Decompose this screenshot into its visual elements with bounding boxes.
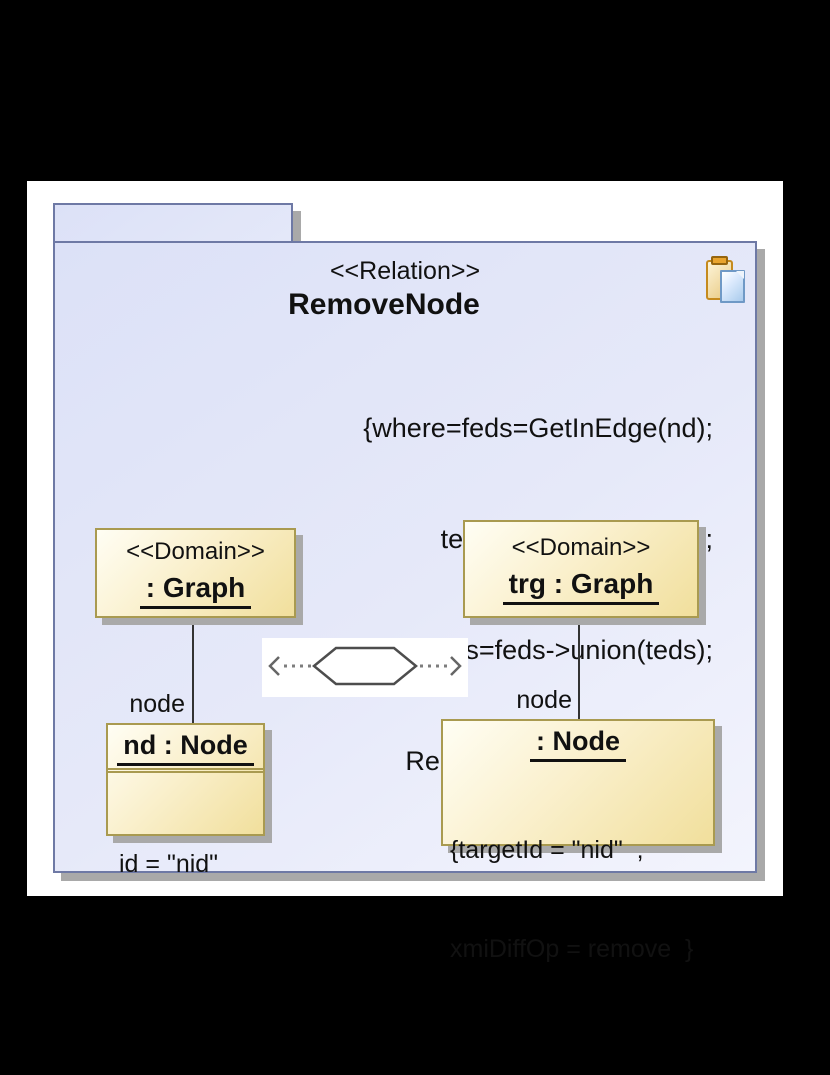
domain-box-target[interactable]: <<Domain>> trg : Graph [463,520,699,618]
node-name-text: nd : Node [117,730,254,766]
relation-name: RemoveNode [288,288,480,321]
domain-stereotype: <<Domain>> [511,534,651,561]
edge-label: node [129,690,185,718]
node-box-target[interactable]: : Node {targetId = "nid" , xmiDiffOp = r… [441,719,715,963]
node-attribute: {targetId = "nid" , [450,836,644,864]
left-dotted-line [284,664,311,668]
domain-name: trg : Graph [465,568,697,605]
left-arrowhead [268,656,280,676]
domain-box-source[interactable]: <<Domain>> : Graph [95,528,296,618]
clipboard-paste-icon[interactable] [706,256,746,304]
clipboard-page [720,270,745,303]
relation-stereotype: <<Relation>> [329,257,481,285]
hexagon-graphic [268,646,462,686]
relation-hexagon-symbol[interactable] [262,638,468,697]
domain-name: : Graph [97,572,294,609]
domain-name-text: trg : Graph [502,568,660,605]
node-name-text: : Node [530,726,626,762]
node-header: : Node [443,721,713,762]
domain-name-text: : Graph [139,572,252,609]
node-header: nd : Node [108,725,263,770]
right-arrowhead [450,656,462,676]
node-attributes: id = "nid" [108,771,263,947]
node-attribute: xmiDiffOp = remove } [450,935,694,963]
edge-line-target [578,617,580,721]
relation-package-tab[interactable] [53,203,293,244]
node-attribute: id = "nid" [119,850,219,878]
node-box-source[interactable]: nd : Node id = "nid" [106,723,265,878]
page-fold [736,271,744,279]
edge-line-source [192,618,194,724]
clipboard-clip [711,256,728,265]
node-attributes: {targetId = "nid" , xmiDiffOp = remove } [443,762,713,1032]
edge-label: node [516,686,572,714]
where-line: {where=feds=GetInEdge(nd); [363,413,713,443]
hexagon [312,646,418,686]
right-dotted-line [420,664,447,668]
domain-stereotype: <<Domain>> [126,538,265,565]
